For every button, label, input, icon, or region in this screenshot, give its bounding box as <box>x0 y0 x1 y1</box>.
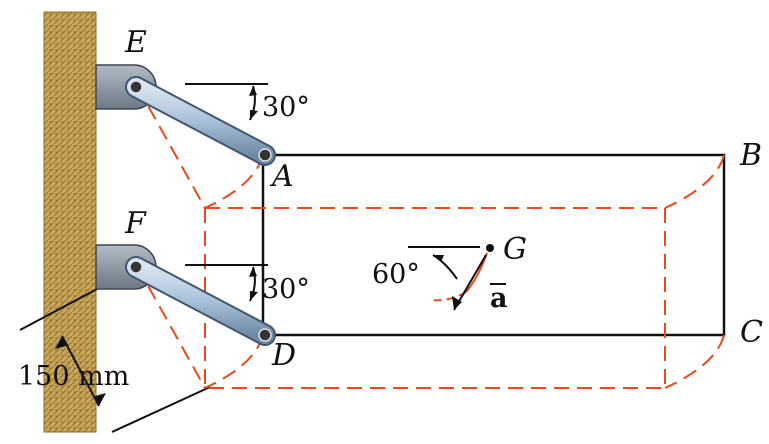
label-point-b: B <box>739 138 762 173</box>
label-acceleration: a <box>490 283 508 314</box>
plate <box>261 153 726 337</box>
link-ea <box>125 76 276 166</box>
label-point-d: D <box>271 338 296 373</box>
wall <box>43 11 97 433</box>
displaced-position <box>136 85 725 389</box>
label-point-f: F <box>124 206 147 241</box>
label-point-g: G <box>503 232 527 267</box>
angle-marker-upper <box>185 83 268 121</box>
label-angle-upper: 30° <box>262 92 310 123</box>
label-point-e: E <box>124 25 147 60</box>
label-angle-acceleration: 60° <box>372 259 420 290</box>
label-dimension: 150 mm <box>18 361 129 392</box>
link-fd <box>125 256 276 346</box>
acceleration-vector <box>408 244 506 311</box>
label-point-c: C <box>740 315 763 350</box>
angle-marker-lower <box>185 264 268 302</box>
label-angle-lower: 30° <box>262 274 310 305</box>
label-point-a: A <box>269 159 294 194</box>
